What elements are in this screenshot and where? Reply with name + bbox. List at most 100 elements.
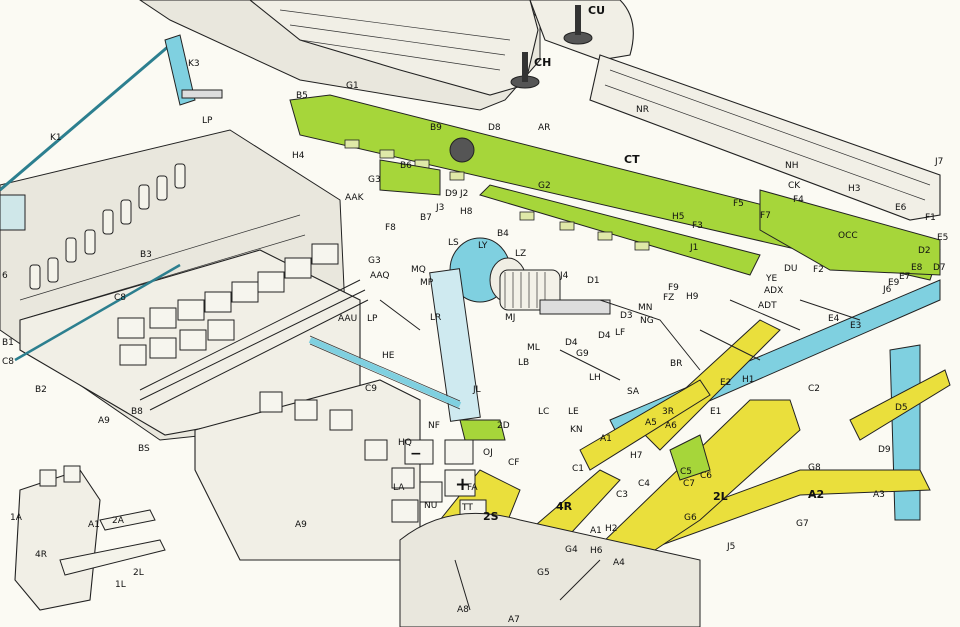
label-J6: J6 [882,285,892,295]
label-ADX: ADX [764,286,783,296]
label-B8: B8 [131,407,143,417]
label-CH: CH [534,56,551,69]
label-ADT: ADT [758,301,777,311]
label-C5: C5 [680,467,692,477]
green-rail-g2 [479,184,761,276]
label-LPb: LP [367,314,378,324]
label-FZ: FZ [663,293,674,303]
front-key-symbols: + − [410,446,470,495]
label-A3: A3 [873,490,885,500]
label-B1: B1 [2,338,14,348]
label-D7: D7 [933,263,946,273]
label-H4: H4 [292,151,305,161]
label-D4b: D4 [598,331,611,341]
label-A7: A7 [508,615,520,625]
label-BS: BS [138,444,150,454]
rail-aau [139,279,369,411]
label-AAU: AAU [338,314,357,324]
spool-cu [563,5,593,45]
label-A1: A1 [600,434,612,444]
label-2Lb: 2L [133,568,144,578]
label-2L: 2L [713,490,728,503]
label-H6: H6 [590,546,603,556]
label-OJ: OJ [483,448,493,458]
label-C7: C7 [683,479,695,489]
label-J2: J2 [459,189,468,199]
label-A1b: A1 [590,526,602,536]
label-G1: G1 [346,81,359,91]
label-C1: C1 [572,464,584,474]
cu-housing [529,0,634,61]
label-DU: DU [784,264,798,274]
label-B7: B7 [420,213,432,223]
label-LF: LF [615,328,625,338]
k1-rod [0,43,171,192]
label-CF: CF [508,458,519,468]
j4-shaft [539,299,611,315]
label-D4: D4 [565,338,578,348]
yellow-lever-3r [579,379,711,471]
label-LR: LR [430,313,441,323]
label-A8: A8 [457,605,469,615]
label-E9: E9 [888,278,900,288]
label-A1c: A1 [88,520,100,530]
label-D3: D3 [620,311,633,321]
green-rail-slots [344,139,465,181]
label-TT: TT [461,503,473,513]
label-1L: 1L [115,580,126,590]
label-G9: G9 [576,349,589,359]
label-F7: F7 [760,211,771,221]
label-F8: F8 [385,223,396,233]
label-B3: B3 [140,250,152,260]
misc-lines [379,299,861,611]
label-AR: AR [538,123,550,133]
label-E4: E4 [828,314,840,324]
label-H5: H5 [672,212,685,222]
label-MQ: MQ [411,265,426,275]
label-F9: F9 [668,283,679,293]
label-C4: C4 [638,479,650,489]
label-LS: LS [448,238,459,248]
label-A2: A2 [808,488,824,501]
label-A9b: A9 [295,520,307,530]
label-D8: D8 [488,123,501,133]
label-D9b: D9 [878,445,891,455]
label-C3: C3 [616,490,628,500]
svg-text:−: − [410,446,422,462]
label-H2: H2 [605,524,618,534]
green-c5 [669,434,711,481]
label-LE: LE [568,407,579,417]
label-B4: B4 [497,229,509,239]
label-NF: NF [428,421,440,431]
top-roller-lines [279,9,511,71]
green-right-assembly [759,189,941,276]
label-LB: LB [518,358,529,368]
green-b6 [379,159,441,196]
yellow-lever-d5 [849,369,951,441]
label-SA: SA [627,387,640,397]
label-2D: 2D [497,421,510,431]
label-B6: B6 [400,161,412,171]
label-BR: BR [670,359,682,369]
label-F4: F4 [793,195,804,205]
k3-shaft [181,89,223,99]
label-E3: E3 [850,321,861,331]
label-KN: KN [570,425,583,435]
label-HE: HE [382,351,395,361]
label-E1: E1 [710,407,721,417]
label-G2: G2 [538,181,551,191]
green-d9 [459,419,506,441]
label-3R: 3R [662,407,674,417]
label-C6: C6 [700,471,712,481]
label-2A: 2A [112,516,125,526]
label-LA: LA [393,483,405,493]
label-OCC: OCC [838,231,858,241]
label-NH: NH [785,161,799,171]
label-E6: E6 [895,203,907,213]
label-J3: J3 [435,203,444,213]
label-K3: K3 [188,59,200,69]
label-H8: H8 [460,207,473,217]
label-FA: FA [467,483,478,493]
